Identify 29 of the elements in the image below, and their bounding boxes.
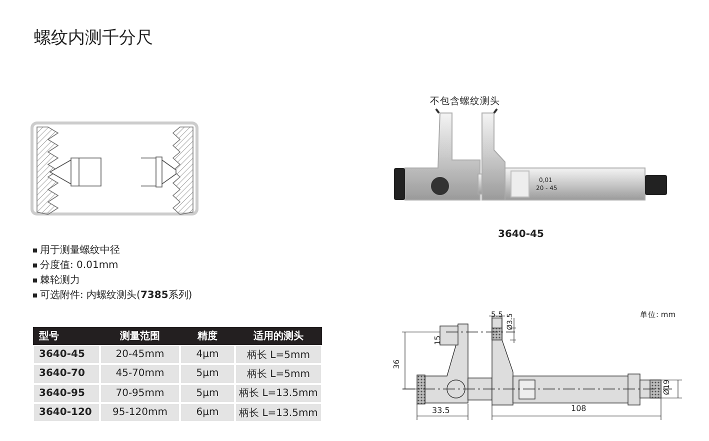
table-cell: 4μm — [180, 345, 235, 364]
table-cell: 柄长 L=5mm — [235, 364, 322, 384]
table-header-cell: 测量范围 — [100, 327, 180, 345]
feature-text: 用于测量螺纹中径 — [40, 246, 120, 256]
table-cell: 5μm — [180, 384, 235, 403]
model-caption: 3640-45 — [498, 230, 544, 240]
table-header-cell: 精度 — [180, 327, 235, 345]
table-cell: 70-95mm — [100, 384, 180, 403]
dimension-label: 33.5 — [432, 407, 450, 415]
feature-text: 分度值: 0.01mm — [40, 261, 118, 271]
table-cell: 3640-70 — [33, 364, 100, 384]
table-header-cell: 适用的测头 — [235, 327, 322, 345]
table-cell: 柄长 L=13.5mm — [235, 402, 322, 422]
table-cell: 20-45mm — [100, 345, 180, 364]
table-cell: 3640-45 — [33, 345, 100, 364]
table-cell: 柄长 L=5mm — [235, 345, 322, 364]
table-cell: 6μm — [180, 402, 235, 422]
feature-text: 棘轮测力 — [40, 276, 80, 286]
table-cell: 3640-120 — [33, 402, 100, 422]
table-cell: 3640-95 — [33, 384, 100, 403]
table-header-cell: 型号 — [33, 327, 100, 345]
table-cell: 柄长 L=13.5mm — [235, 384, 322, 403]
feature-text: 可选附件: 内螺纹测头(7385系列) — [40, 291, 192, 301]
photo-note: 不包含螺纹测头 — [430, 97, 500, 106]
dimension-label: 108 — [571, 405, 586, 413]
title: 螺纹内测千分尺 — [34, 30, 153, 47]
table-cell: 45-70mm — [100, 364, 180, 384]
table-cell: 5μm — [180, 364, 235, 384]
table-cell: 95-120mm — [100, 402, 180, 422]
